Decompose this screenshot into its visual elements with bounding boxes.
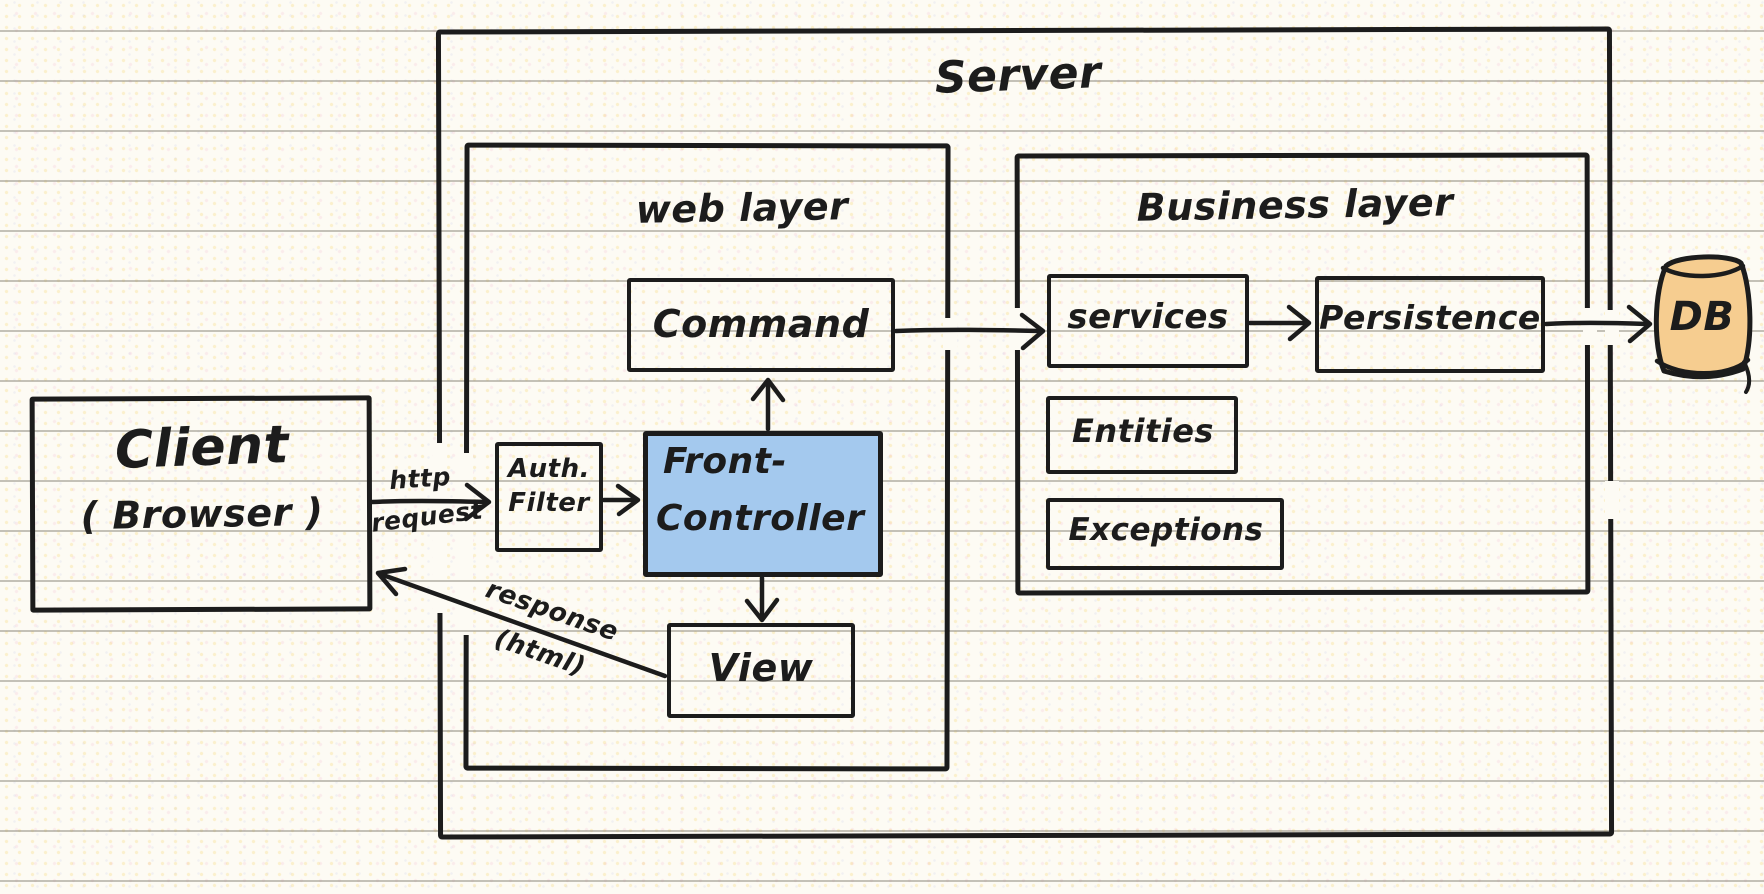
services-label: services bbox=[1067, 297, 1229, 337]
services-node-box bbox=[1047, 274, 1249, 368]
command-label: Command bbox=[652, 302, 870, 346]
exceptions-node-box bbox=[1046, 498, 1284, 570]
command-node-box bbox=[627, 278, 895, 372]
front-controller-node-box bbox=[643, 431, 883, 577]
persistence-label: Persistence bbox=[1319, 298, 1541, 337]
arrow-response-to-client bbox=[375, 566, 668, 679]
server-label: Server bbox=[933, 47, 1103, 104]
client-label: Client bbox=[114, 414, 290, 482]
arrow-command-to-services bbox=[893, 312, 1046, 351]
auth-filter-label-line2: Filter bbox=[508, 488, 590, 518]
arrow-auth-to-front-controller bbox=[601, 483, 641, 517]
view-node-box bbox=[667, 623, 855, 718]
arrow-http-request bbox=[369, 482, 492, 522]
client-sublabel: ( Browser ) bbox=[80, 489, 324, 539]
web-layer-label: web layer bbox=[635, 184, 849, 232]
border-gap bbox=[1583, 308, 1597, 345]
http-request-label-line1: http bbox=[388, 461, 452, 496]
front-controller-label-line1: Front- bbox=[663, 441, 787, 482]
auth-filter-label-line1: Auth. bbox=[508, 454, 590, 484]
border-gap bbox=[1605, 310, 1619, 345]
view-label: View bbox=[708, 646, 814, 690]
entities-node-box bbox=[1046, 396, 1238, 474]
auth-filter-node-box bbox=[495, 442, 603, 552]
front-controller-label-line2: Controller bbox=[656, 498, 865, 539]
arrow-services-to-persistence bbox=[1247, 304, 1312, 342]
border-gap bbox=[433, 443, 447, 613]
entities-label: Entities bbox=[1072, 412, 1214, 450]
border-gap bbox=[943, 318, 957, 350]
db-label: DB bbox=[1669, 294, 1735, 340]
border-gap bbox=[1605, 481, 1619, 519]
exceptions-label: Exceptions bbox=[1068, 512, 1264, 548]
arrow-front-controller-to-command bbox=[750, 377, 786, 432]
arrow-persistence-to-db bbox=[1543, 304, 1653, 344]
db-cylinder bbox=[1653, 254, 1753, 394]
border-gap bbox=[459, 453, 473, 635]
persistence-node-box bbox=[1315, 276, 1545, 373]
business-layer-label: Business layer bbox=[1136, 180, 1454, 230]
arrow-front-controller-to-view bbox=[744, 575, 780, 623]
